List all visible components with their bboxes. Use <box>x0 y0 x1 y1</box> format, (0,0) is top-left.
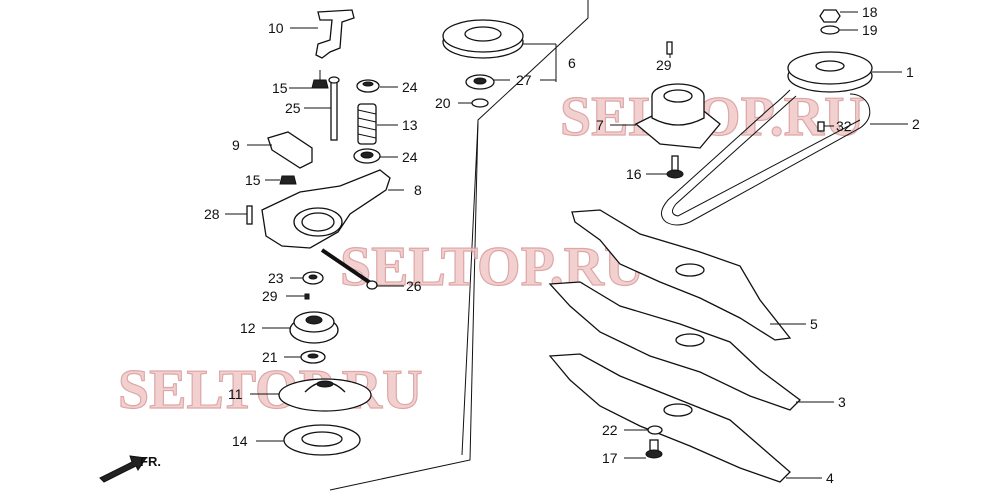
part-nut-18 <box>819 9 841 23</box>
watermarks: SELTOP.RU SELTOP.RU SELTOP.RU <box>117 85 865 421</box>
callout-16: 16 <box>626 166 642 182</box>
leader-lines <box>225 11 908 479</box>
callout-14: 14 <box>232 433 248 449</box>
callout-24-upper: 24 <box>402 79 418 95</box>
callout-15-lower: 15 <box>245 172 261 188</box>
part-rod-25 <box>328 76 340 141</box>
callout-19: 19 <box>862 22 878 38</box>
part-star-washer-14 <box>283 424 361 456</box>
front-direction-label: FR. <box>140 454 161 469</box>
part-bracket-9 <box>267 131 313 169</box>
callout-28: 28 <box>204 206 220 222</box>
callout-15-upper: 15 <box>272 80 288 96</box>
callout-9: 9 <box>232 137 240 153</box>
part-bushing-24-lower <box>353 148 381 164</box>
part-washer-21 <box>300 350 326 364</box>
callout-4: 4 <box>826 470 834 486</box>
watermark-bottom-left: SELTOP.RU <box>118 359 423 421</box>
part-blade-holder-7 <box>634 83 721 149</box>
callout-11: 11 <box>228 386 243 402</box>
part-washer-23 <box>302 271 324 285</box>
callout-18: 18 <box>862 4 878 20</box>
callout-17: 17 <box>602 450 618 466</box>
part-washer-22 <box>647 425 663 435</box>
part-bolt-15-upper <box>311 70 329 89</box>
part-spring-13 <box>357 103 377 145</box>
section-divider-lines <box>329 0 589 491</box>
part-belt-2 <box>661 89 871 226</box>
callout-7: 7 <box>596 117 604 133</box>
callout-20: 20 <box>435 95 451 111</box>
callout-8: 8 <box>414 182 422 198</box>
part-housing-8 <box>261 169 391 249</box>
watermark-center: SELTOP.RU <box>340 236 645 298</box>
callout-3: 3 <box>838 394 846 410</box>
part-pulley-1 <box>787 51 873 93</box>
callout-labels: 10 15 25 24 13 24 9 15 8 28 23 29 26 12 … <box>204 4 920 486</box>
part-bracket-10 <box>315 9 355 59</box>
front-direction-arrow-icon: FR. <box>99 454 161 483</box>
part-shaft-26 <box>320 248 378 290</box>
callout-32: 32 <box>836 118 852 134</box>
part-hub-12 <box>289 311 339 344</box>
part-key-29-left <box>304 293 310 300</box>
part-bearing-27 <box>465 74 495 90</box>
part-blade-4 <box>548 353 791 483</box>
part-bolt-16 <box>666 155 684 179</box>
part-bolt-17 <box>645 439 663 459</box>
callout-1: 1 <box>906 64 914 80</box>
callout-22: 22 <box>602 422 618 438</box>
callout-10: 10 <box>268 20 284 36</box>
part-key-29-right <box>666 41 673 55</box>
callout-26: 26 <box>406 278 422 294</box>
part-washer-19 <box>820 25 840 35</box>
part-key-32 <box>817 121 825 132</box>
part-pulley-6 <box>442 19 524 59</box>
part-pin-28 <box>246 205 253 225</box>
part-blade-3 <box>548 281 801 411</box>
part-blade-5 <box>571 209 792 341</box>
callout-29-left: 29 <box>262 288 278 304</box>
part-cone-11 <box>278 378 372 412</box>
callout-29-right: 29 <box>656 57 672 73</box>
callout-2: 2 <box>912 116 920 132</box>
callout-6: 6 <box>568 55 576 71</box>
callout-12: 12 <box>240 320 256 336</box>
callout-25: 25 <box>285 100 301 116</box>
part-washer-20 <box>471 98 489 108</box>
callout-27: 27 <box>516 72 532 88</box>
callout-23: 23 <box>268 270 284 286</box>
part-bushing-24-upper <box>356 79 380 93</box>
callout-13: 13 <box>402 117 418 133</box>
callout-5: 5 <box>810 316 818 332</box>
callout-24-lower: 24 <box>402 149 418 165</box>
part-bolt-15-lower <box>279 175 297 185</box>
callout-21: 21 <box>262 349 278 365</box>
